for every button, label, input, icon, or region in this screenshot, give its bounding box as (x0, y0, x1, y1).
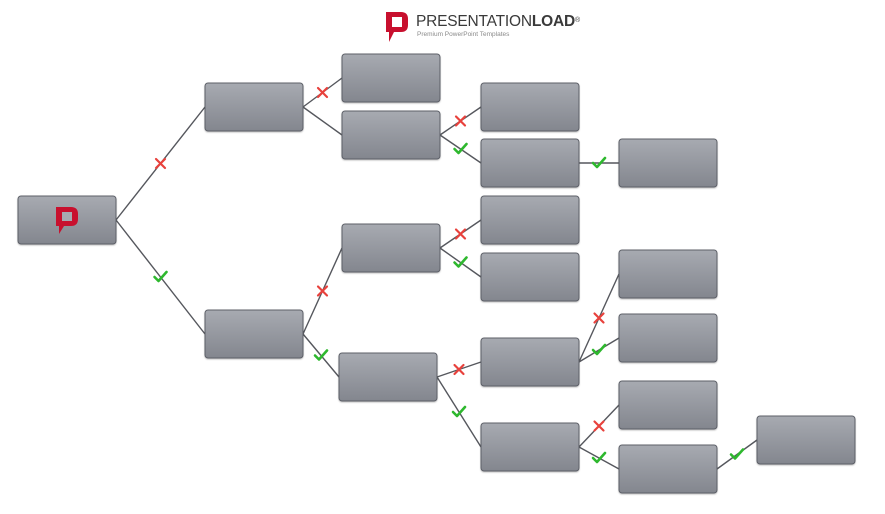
brand-name-bold: LOAD (531, 13, 575, 30)
decision-box (480, 422, 580, 472)
decision-box (618, 249, 718, 299)
decision-marks (153, 86, 745, 464)
cross-mark-icon (593, 420, 605, 432)
check-mark-icon (313, 349, 329, 361)
decision-box (204, 309, 304, 359)
brand-name-light: PRESENTATION (416, 13, 532, 30)
decision-box (480, 195, 580, 245)
decision-box (480, 337, 580, 387)
cross-mark-icon (316, 86, 329, 99)
presentationload-logo-icon (56, 207, 78, 234)
decision-box (480, 82, 580, 132)
root-decision-box (17, 195, 117, 245)
presentationload-logo-icon (386, 12, 408, 42)
decision-box (341, 223, 441, 273)
decision-boxes (17, 53, 856, 494)
decision-box (618, 138, 718, 188)
brand-tagline: Premium PowerPoint Templates (417, 31, 510, 38)
check-mark-icon (591, 343, 607, 356)
check-mark-icon (453, 256, 468, 268)
check-mark-icon (591, 451, 607, 464)
decision-box (618, 313, 718, 363)
decision-box (480, 138, 580, 188)
connector-line (302, 106, 343, 136)
decision-box (341, 53, 441, 103)
decision-box (480, 252, 580, 302)
decision-box (204, 82, 304, 132)
check-mark-icon (153, 270, 168, 283)
cross-mark-icon (154, 157, 167, 170)
decision-box (756, 415, 856, 465)
cross-mark-icon (316, 285, 329, 297)
cross-mark-icon (453, 363, 465, 376)
check-mark-icon (591, 156, 607, 169)
decision-box (618, 444, 718, 494)
decision-box (618, 380, 718, 430)
brand-name: PRESENTATIONLOAD® (416, 13, 580, 31)
cross-mark-icon (593, 312, 605, 324)
cross-mark-icon (454, 228, 467, 240)
check-mark-icon (729, 448, 745, 460)
decision-box (341, 110, 441, 160)
cross-mark-icon (454, 115, 467, 127)
check-mark-icon (451, 405, 467, 418)
registered-mark: ® (575, 17, 580, 24)
decision-box (338, 352, 438, 402)
check-mark-icon (453, 142, 468, 155)
